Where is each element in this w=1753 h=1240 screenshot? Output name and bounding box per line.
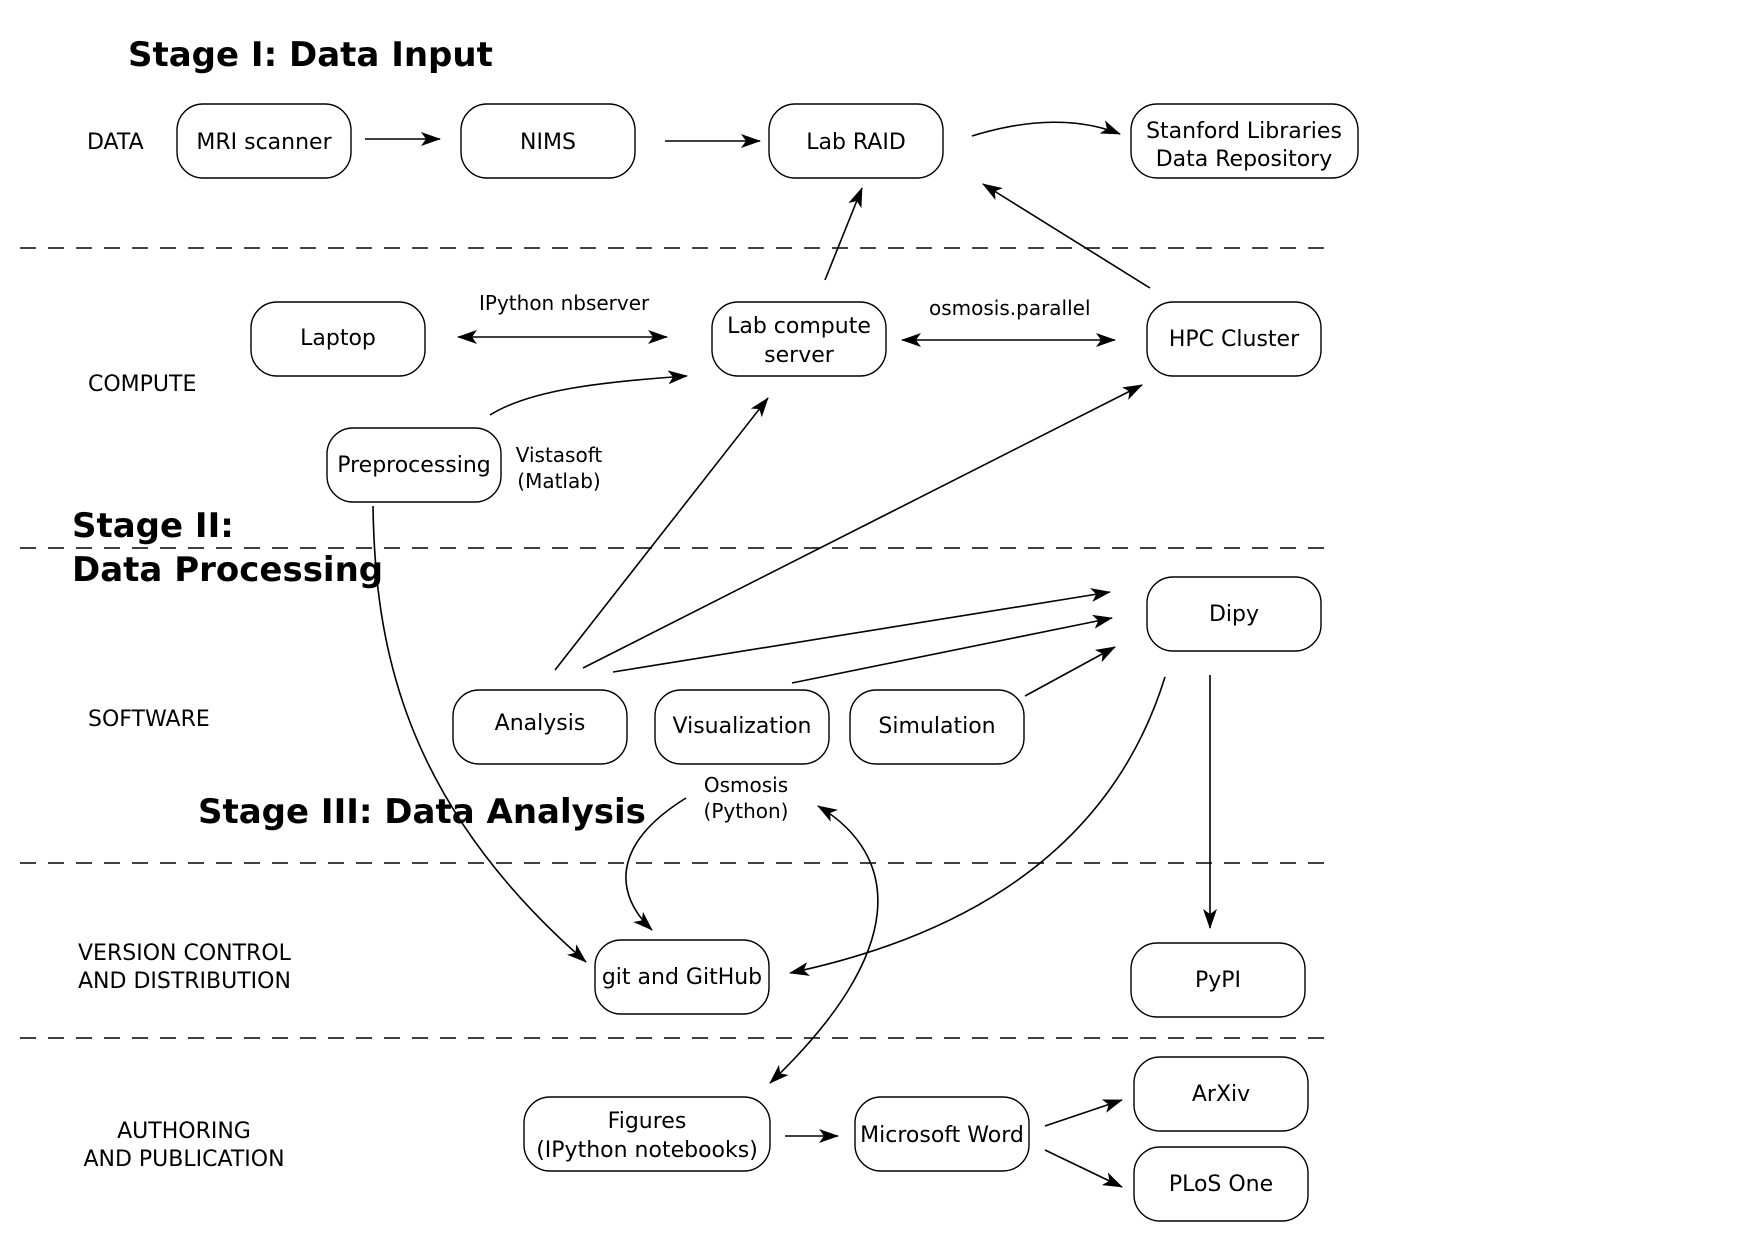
node-microsoft-word-label: Microsoft Word	[860, 1123, 1024, 1148]
lane-label-data: DATA	[87, 130, 144, 155]
lane-label-authoring-line2: AND PUBLICATION	[83, 1147, 284, 1172]
note-vistasoft-line1: Vistasoft	[516, 443, 603, 467]
node-dipy-label: Dipy	[1209, 602, 1259, 627]
node-microsoft-word: Microsoft Word	[854, 1096, 1030, 1172]
edge-analysis-to-labcompute	[554, 397, 769, 671]
edge-preprocessing-to-git	[372, 505, 587, 963]
node-stanford-label-line2: Data Repository	[1156, 147, 1333, 172]
node-figures-label-line1: Figures	[608, 1109, 687, 1134]
node-analysis: Analysis	[452, 689, 628, 765]
note-osmosis-parallel: osmosis.parallel	[929, 296, 1091, 320]
node-analysis-label: Analysis	[495, 711, 586, 736]
node-visualization-label: Visualization	[673, 714, 812, 739]
lane-label-authoring-line1: AUTHORING	[117, 1119, 251, 1144]
edge-simulation-to-dipy	[1024, 646, 1116, 697]
node-plos-one: PLoS One	[1133, 1146, 1309, 1222]
node-stanford-libraries: Stanford Libraries Data Repository	[1130, 103, 1359, 179]
stage-1-title: Stage I: Data Input	[128, 35, 493, 75]
edge-labcompute-to-labraid	[824, 187, 863, 281]
lane-label-version-line1: VERSION CONTROL	[78, 941, 292, 966]
node-simulation: Simulation	[849, 689, 1025, 765]
edge-osmosis-figures	[769, 805, 879, 1084]
lane-label-compute: COMPUTE	[88, 372, 196, 397]
lane-label-software: SOFTWARE	[88, 707, 210, 732]
edge-analysis-to-hpc	[582, 384, 1143, 669]
node-git-github-label: git and GitHub	[602, 965, 762, 990]
node-laptop-label: Laptop	[300, 326, 376, 351]
note-ipython-nbserver: IPython nbserver	[479, 291, 650, 315]
stage-2-title-line2: Data Processing	[72, 550, 383, 590]
node-mri-scanner: MRI scanner	[176, 103, 352, 179]
node-mri-scanner-label: MRI scanner	[196, 130, 332, 155]
node-pypi-label: PyPI	[1195, 968, 1241, 993]
edge-analysis-to-dipy	[612, 588, 1111, 673]
edge-dipy-to-git	[789, 676, 1166, 976]
node-simulation-label: Simulation	[878, 714, 995, 739]
node-dipy: Dipy	[1146, 576, 1322, 652]
node-nims: NIMS	[460, 103, 636, 179]
note-osmosis-line1: Osmosis	[704, 773, 788, 797]
node-preprocessing-label: Preprocessing	[337, 453, 491, 478]
lane-label-version-line2: AND DISTRIBUTION	[78, 969, 291, 994]
edge-word-to-arxiv	[1044, 1099, 1123, 1127]
edge-osmosis-to-git	[625, 797, 687, 931]
node-git-github: git and GitHub	[594, 939, 770, 1015]
edge-preprocessing-to-labcompute	[489, 370, 688, 416]
node-figures: Figures (IPython notebooks)	[523, 1096, 771, 1172]
stage-3-title: Stage III: Data Analysis	[198, 792, 646, 832]
node-hpc-cluster: HPC Cluster	[1146, 301, 1322, 377]
edge-hpc-to-labraid	[982, 183, 1151, 289]
note-osmosis-line2: (Python)	[704, 799, 789, 823]
node-preprocessing: Preprocessing	[326, 427, 502, 503]
node-plos-one-label: PLoS One	[1169, 1172, 1273, 1197]
node-lab-compute-label-line2: server	[764, 343, 835, 368]
node-nims-label: NIMS	[520, 130, 576, 155]
node-laptop: Laptop	[250, 301, 426, 377]
node-stanford-label-line1: Stanford Libraries	[1146, 119, 1342, 144]
edge-labraid-to-stanford	[971, 120, 1121, 137]
node-hpc-cluster-label: HPC Cluster	[1169, 327, 1300, 352]
stage-2-title-line1: Stage II:	[72, 506, 234, 546]
edge-word-to-plos	[1044, 1149, 1123, 1188]
node-lab-raid-label: Lab RAID	[806, 130, 906, 155]
node-lab-compute-label-line1: Lab compute	[727, 314, 871, 339]
note-vistasoft-line2: (Matlab)	[517, 469, 600, 493]
edge-visualization-to-dipy	[791, 614, 1113, 684]
node-lab-compute-server: Lab compute server	[711, 301, 887, 377]
node-lab-raid: Lab RAID	[768, 103, 944, 179]
node-figures-label-line2: (IPython notebooks)	[536, 1138, 758, 1163]
node-arxiv: ArXiv	[1133, 1056, 1309, 1132]
node-arxiv-label: ArXiv	[1192, 1082, 1250, 1107]
node-pypi: PyPI	[1130, 942, 1306, 1018]
node-visualization: Visualization	[654, 689, 830, 765]
